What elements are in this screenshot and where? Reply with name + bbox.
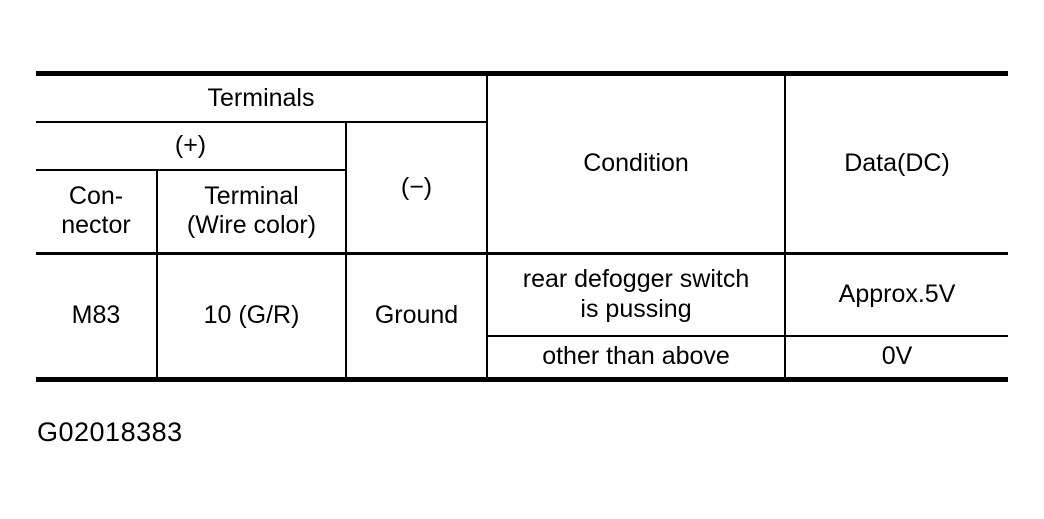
- cell-terminal: 10 (G/R): [157, 253, 347, 380]
- figure-id: G02018383: [37, 417, 183, 447]
- table-row: M83 10 (G/R) Ground rear defogger switch…: [36, 253, 1009, 380]
- cell-condition-1: rear defogger switch is pussing: [487, 253, 787, 337]
- header-row-polarity: (+) (−): [36, 121, 1008, 255]
- cell-condition-2: other than above: [487, 335, 787, 380]
- table-row: other than above 0V: [36, 335, 1008, 380]
- header-row-plus-detail: Con- nector Terminal (Wire color): [36, 169, 1008, 255]
- header-minus: (−): [346, 121, 489, 255]
- header-terminal-wire-color: Terminal (Wire color): [157, 169, 347, 255]
- cell-data-1: Approx.5V: [785, 253, 1009, 337]
- header-row-terminals: Terminals Condition Data(DC): [36, 73, 1009, 255]
- header-condition: Condition: [487, 73, 787, 255]
- header-connector: Con- nector: [36, 169, 158, 255]
- terminal-voltage-table: Terminals Condition Data(DC) (+) (−) Con…: [36, 71, 1009, 382]
- cell-connector: M83: [36, 253, 158, 380]
- header-terminals: Terminals: [36, 73, 489, 123]
- cell-data-2: 0V: [881, 342, 913, 370]
- cell-minus: Ground: [346, 253, 489, 380]
- header-plus: (+): [36, 121, 347, 171]
- header-data-dc: Data(DC): [785, 73, 1009, 255]
